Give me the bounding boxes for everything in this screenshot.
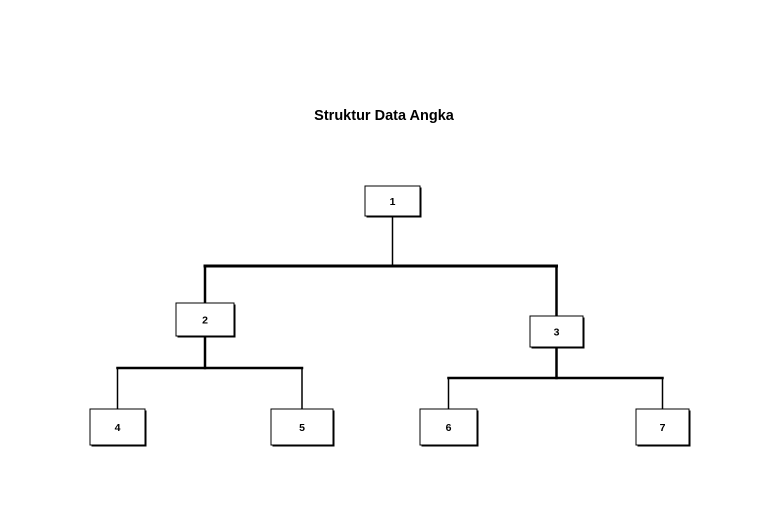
node-box-4: 4: [89, 408, 147, 447]
node-rect-6: [419, 408, 478, 446]
node-rect-1: [364, 185, 421, 217]
node-label-2: 2: [202, 315, 208, 327]
node-box-1: 1: [364, 185, 422, 218]
node-box-3: 3: [529, 315, 585, 349]
node-label-7: 7: [660, 422, 666, 434]
node-label-5: 5: [299, 422, 305, 434]
node-rect-5: [270, 408, 334, 446]
node-box-5: 5: [270, 408, 335, 447]
node-label-3: 3: [554, 327, 560, 339]
node-rect-7: [635, 408, 690, 446]
node-label-1: 1: [390, 196, 396, 208]
node-box-7: 7: [635, 408, 691, 447]
node-rect-3: [529, 315, 584, 348]
node-rect-4: [89, 408, 146, 446]
node-rect-2: [175, 302, 235, 337]
node-label-6: 6: [446, 422, 452, 434]
node-box-6: 6: [419, 408, 479, 447]
node-label-4: 4: [115, 422, 121, 434]
connector-layer: [116, 215, 664, 410]
diagram-title: Struktur Data Angka: [314, 108, 455, 124]
node-box-2: 2: [175, 302, 236, 338]
node-layer: 1 2 3 4 5 6 7: [89, 185, 691, 447]
